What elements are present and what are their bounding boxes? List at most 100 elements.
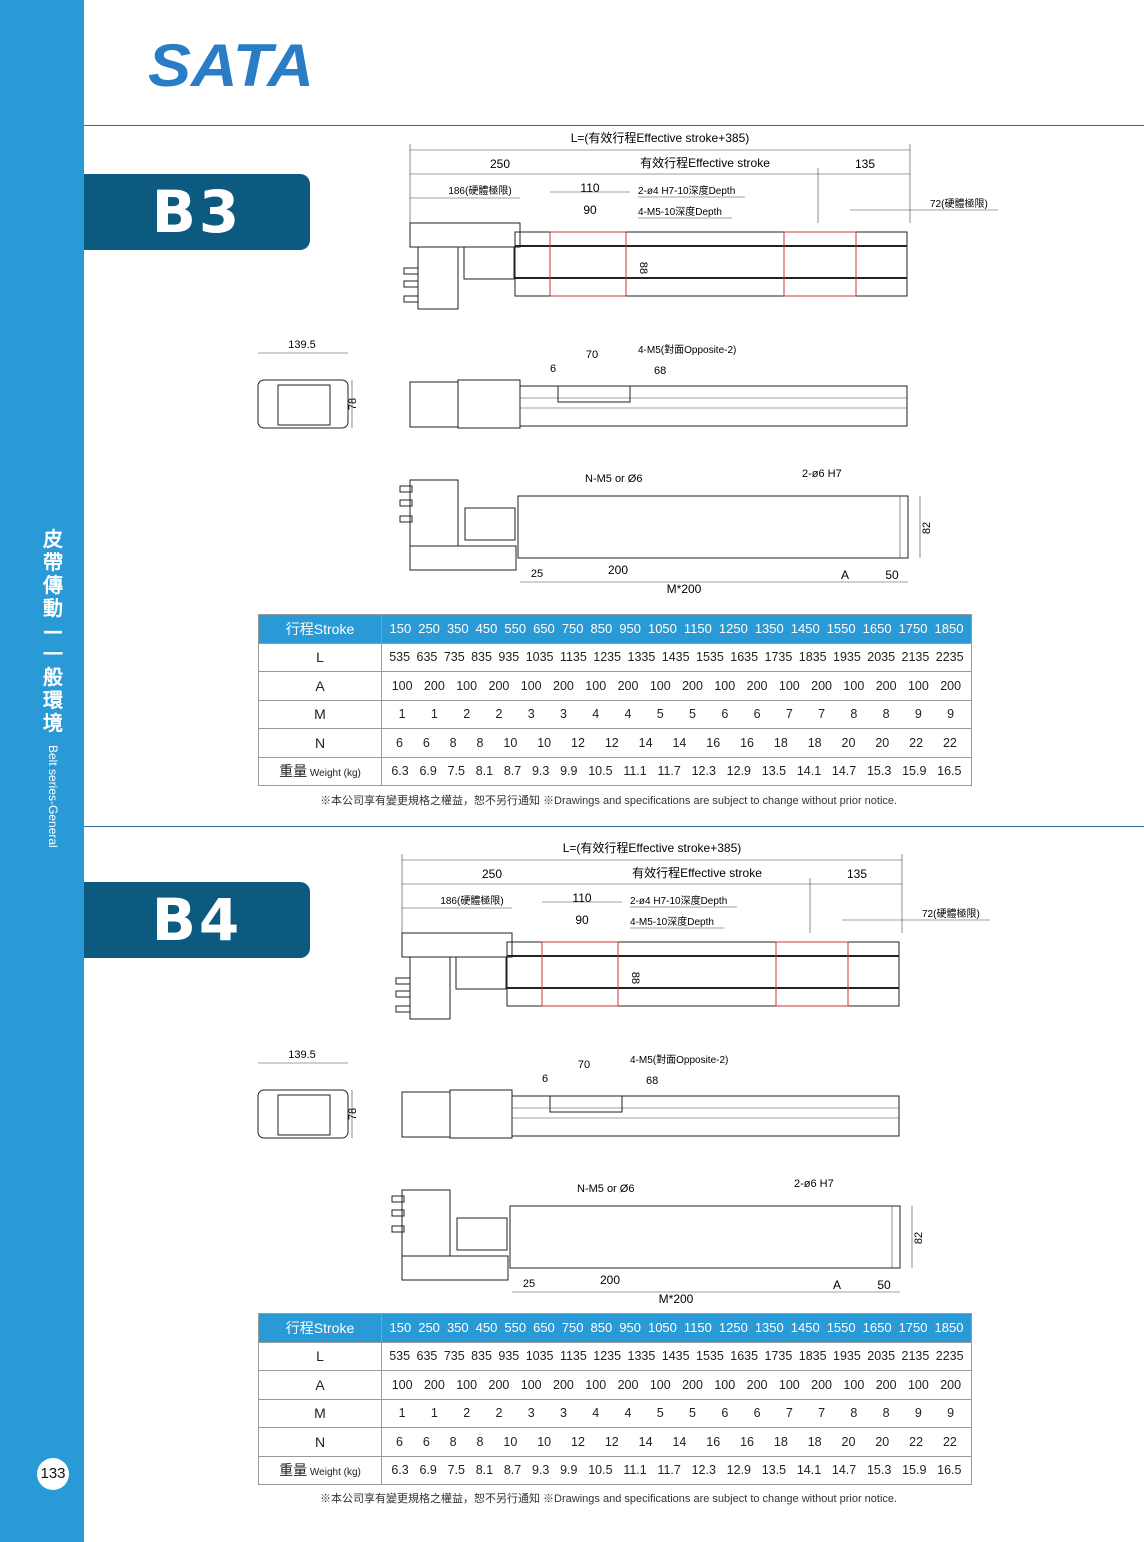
- row-label: 行程Stroke: [258, 614, 382, 644]
- table-cell: 8: [449, 735, 457, 750]
- table-cell: 14.7: [831, 1463, 857, 1478]
- table-cell: 9: [914, 1406, 922, 1421]
- table-cell: 1: [430, 707, 438, 722]
- table-cell: 10: [503, 1434, 518, 1449]
- disclaimer-note: ※本公司享有變更規格之權益，恕不另行通知 ※Drawings and speci…: [320, 1493, 898, 1505]
- table-cell: 2: [495, 1406, 503, 1421]
- svg-text:90: 90: [575, 913, 589, 927]
- table-cell: 200: [875, 678, 897, 693]
- table-cell: 750: [561, 1320, 584, 1336]
- svg-text:68: 68: [646, 1075, 658, 1087]
- sata-logo: SATA: [148, 32, 318, 99]
- table-cell: 100: [778, 1377, 800, 1392]
- sidebar-char: 一: [43, 642, 63, 666]
- sidebar-category-en: Belt series-General: [46, 745, 60, 848]
- table-cell: 12: [604, 1434, 619, 1449]
- technical-drawing-b4: L=(有效行程Effective stroke+385) 250 有效行程Eff…: [240, 838, 1020, 1308]
- divider: [84, 826, 1144, 827]
- svg-text:250: 250: [482, 867, 502, 881]
- table-cell: 6.9: [419, 1463, 437, 1478]
- row-label: A: [258, 671, 382, 701]
- sidebar: 皮帶傳動—一般環境 Belt series-General 133: [0, 0, 84, 1542]
- table-cell: 250: [418, 1320, 440, 1336]
- table-cell: 7.5: [447, 1463, 465, 1478]
- table-cell: 1635: [730, 1349, 759, 1364]
- table-cell: 2035: [867, 650, 896, 665]
- table-cell: 950: [619, 1320, 641, 1336]
- row-label: 行程Stroke: [258, 1313, 382, 1343]
- svg-text:82: 82: [913, 1232, 925, 1244]
- table-cell: 650: [533, 621, 555, 637]
- table-cell: 1135: [559, 650, 587, 665]
- table-cell: 1435: [661, 1349, 690, 1364]
- table-cell: 100: [649, 678, 671, 693]
- table-cell: 6: [721, 707, 729, 722]
- table-cell: 2135: [901, 1349, 930, 1364]
- table-cell: 1: [398, 1406, 406, 1421]
- svg-text:SATA: SATA: [148, 34, 314, 92]
- svg-text:N-M5 or Ø6: N-M5 or Ø6: [577, 1183, 634, 1195]
- table-cell: 1535: [696, 1349, 724, 1364]
- table-cell: 850: [590, 621, 613, 637]
- svg-text:72(硬體極限): 72(硬體極限): [930, 197, 988, 210]
- svg-text:90: 90: [583, 203, 597, 217]
- table-cell: 200: [940, 1377, 962, 1392]
- table-cell: 535: [389, 650, 411, 665]
- table-cell: 3: [559, 1406, 567, 1421]
- table-cell: 150: [389, 621, 412, 637]
- svg-text:135: 135: [847, 867, 867, 881]
- table-cell: 1450: [790, 1320, 820, 1336]
- table-cell: 16: [706, 735, 721, 750]
- table-cell: 13.5: [761, 764, 787, 779]
- table-cell: 22: [909, 735, 924, 750]
- table-cell: 5: [656, 1406, 664, 1421]
- table-cell: 200: [553, 1377, 574, 1392]
- table-cell: 8.1: [475, 764, 494, 779]
- svg-text:A: A: [841, 568, 849, 582]
- sidebar-char: 帶: [43, 550, 63, 574]
- table-cell: 4: [592, 1406, 600, 1421]
- table-cell: 8.7: [503, 764, 522, 779]
- row-label: L: [258, 642, 382, 672]
- table-cell: 10: [537, 735, 552, 750]
- svg-text:186(硬體極限): 186(硬體極限): [440, 894, 503, 907]
- table-cell: 12: [604, 735, 619, 750]
- table-cell: 1335: [627, 650, 656, 665]
- table-cell: 5: [656, 707, 664, 722]
- table-cell: 12: [571, 1434, 585, 1449]
- svg-text:A: A: [833, 1278, 841, 1292]
- table-cell: 1850: [934, 1320, 964, 1336]
- svg-text:50: 50: [877, 1278, 891, 1292]
- table-cell: 15.9: [902, 764, 927, 779]
- table-cell: 150: [389, 1320, 412, 1336]
- table-cell: 7: [785, 1406, 793, 1421]
- top-view: L=(有效行程Effective stroke+385) 250 有效行程Eff…: [403, 130, 998, 310]
- table-cell: 100: [456, 1377, 478, 1392]
- table-cell: 1: [430, 1406, 438, 1421]
- table-cell: 350: [446, 1320, 469, 1336]
- table-cell: 7: [785, 707, 793, 722]
- table-cell: 2: [463, 707, 471, 722]
- table-cell: 200: [875, 1377, 897, 1392]
- table-cell: 6: [753, 1406, 761, 1421]
- table-cell: 200: [682, 678, 703, 693]
- table-cell: 550: [504, 1320, 527, 1336]
- table-cell: 835: [471, 650, 492, 665]
- table-cell: 100: [456, 678, 478, 693]
- row-label: M: [258, 699, 382, 729]
- svg-text:2-ø4 H7-10深度Depth: 2-ø4 H7-10深度Depth: [630, 894, 727, 907]
- table-cell: 200: [617, 1377, 639, 1392]
- table-cell: 200: [488, 678, 510, 693]
- table-cell: 7: [818, 1406, 826, 1421]
- table-cell: 2: [463, 1406, 471, 1421]
- model-badge-b3: B3: [84, 174, 310, 250]
- table-cell: 8: [850, 1406, 858, 1421]
- svg-text:2-ø6 H7: 2-ø6 H7: [802, 468, 842, 480]
- table-cell: 100: [907, 1377, 929, 1392]
- table-cell: 9: [947, 707, 955, 722]
- table-cell: 1750: [898, 1320, 928, 1336]
